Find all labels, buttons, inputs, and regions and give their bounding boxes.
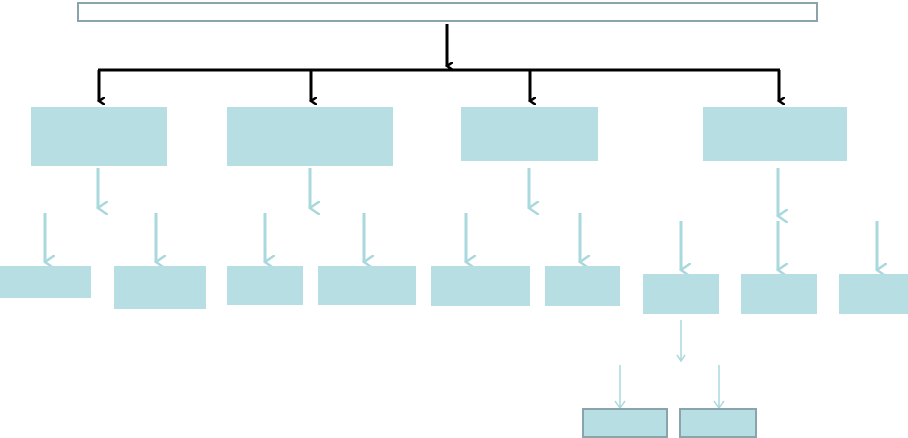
tertiary-connectors [614, 320, 725, 410]
secondary-connectors [45, 168, 877, 270]
root-node [77, 2, 818, 22]
level1-node-2 [227, 107, 393, 166]
level1-node-4 [703, 107, 847, 161]
level2-node-1 [0, 266, 91, 298]
level2-node-8 [741, 274, 817, 314]
level1-node-3 [461, 107, 598, 161]
level2-node-9 [839, 274, 908, 314]
level2-node-4 [318, 266, 416, 305]
level2-node-2 [114, 266, 206, 309]
level2-node-6 [545, 266, 620, 306]
level3-node-2 [679, 408, 757, 438]
level3-node-1 [582, 408, 668, 438]
primary-connectors [98, 24, 780, 101]
level2-node-5 [431, 266, 530, 306]
level1-node-1 [31, 107, 167, 166]
level2-node-7 [643, 274, 719, 314]
level2-node-3 [227, 266, 303, 305]
